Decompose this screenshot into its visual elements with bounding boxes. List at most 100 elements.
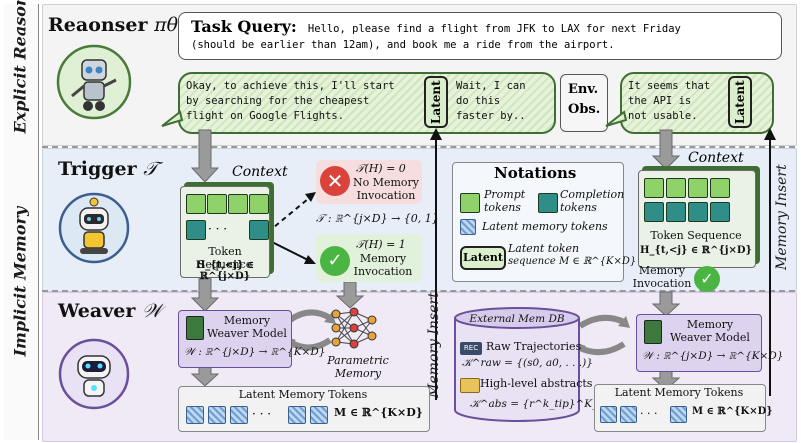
completion-token <box>688 202 708 222</box>
memory-insert-label-right: Memory Insert <box>774 164 790 270</box>
task-query-line1: Hello, please find a flight from JFK to … <box>307 23 681 35</box>
no-invocation-formula: 𝒯(H) = 0 <box>356 162 406 175</box>
film-roll-icon <box>644 320 662 344</box>
env-obs-line1: Env. <box>568 82 599 97</box>
right-mem-invocation-1: Memory <box>638 264 686 277</box>
invocation-label-2: Invocation <box>353 265 413 278</box>
neural-network-icon <box>331 307 377 349</box>
ext-db-title: External Mem DB <box>469 313 565 325</box>
section-divider <box>42 290 795 292</box>
weaver-title-text: Weaver <box>58 300 136 322</box>
completion-token <box>186 220 206 240</box>
prompt-token-legend <box>460 193 480 213</box>
right-weaver-label-1: Memory <box>686 318 734 331</box>
invocation-label-1: Memory <box>359 252 407 265</box>
completion-token <box>249 220 269 240</box>
latent-token <box>208 406 226 424</box>
no-invocation-label-2: Invocation <box>356 189 416 202</box>
bubble-1-line1: Okay, to achieve this, I'll start <box>186 80 395 92</box>
film-roll-icon <box>186 316 204 340</box>
bubble-tail <box>605 110 628 127</box>
section-divider <box>42 146 795 148</box>
token-dots: · · · <box>208 222 228 236</box>
memory-insert-label-left: Memory Insert <box>426 292 442 398</box>
token-sequence-math: H_{t,<j} ∈ ℝ^{j×D} <box>195 260 255 282</box>
left-label-strip <box>4 4 39 440</box>
invocation-formula: 𝒯(H) = 1 <box>356 238 406 251</box>
prompt-token <box>207 194 227 214</box>
abstracts-label: High-level abstracts <box>480 377 593 390</box>
right-mem-invocation-2: Invocation <box>632 277 692 290</box>
token-sequence-label: Token Sequence <box>197 245 253 271</box>
latent-seq-legend-2: sequence M ∈ ℝ^{K×D} <box>508 256 637 267</box>
completion-token <box>666 202 686 222</box>
no-invocation-label-1: No Memory <box>352 176 420 189</box>
latent-dots: · · · <box>252 407 272 421</box>
prompt-token <box>644 178 664 198</box>
right-latent-tokens-label: Latent Memory Tokens <box>614 386 744 399</box>
param-memory-label-2: Memory <box>334 367 382 380</box>
param-memory-label-1: Parametric <box>327 354 389 367</box>
reasoner-title-text: Reaonser <box>48 14 148 36</box>
bubble-tail <box>161 110 184 127</box>
bubble-2-line1: Wait, I can <box>456 80 526 92</box>
prompt-token <box>249 194 269 214</box>
reasoning-bubble-1 <box>178 72 556 134</box>
prompt-token <box>666 178 686 198</box>
latent-token-legend <box>460 219 476 235</box>
abstracts-formula: 𝒦^abs = {r^k_tip}^K_{k=1} <box>470 398 633 410</box>
context-label: Context <box>232 164 288 180</box>
weaver-model-map: 𝒲 : ℝ^{j×D} → ℝ^{K×D} <box>184 346 326 358</box>
task-query-label: Task Query: <box>191 17 297 36</box>
raw-traj-label: Raw Trajectories <box>486 340 582 353</box>
bubble-1-line3: flight on Google Flights. <box>186 110 345 122</box>
right-token-sequence-math: H_{t,<j} ∈ ℝ^{j×D} <box>640 245 752 256</box>
completion-token-legend <box>538 193 558 213</box>
weaver-robot-avatar <box>58 338 130 410</box>
right-weaver-map: 𝒲 : ℝ^{j×D} → ℝ^{K×D} <box>642 350 784 362</box>
bubble-3-line2: the API is <box>628 95 692 107</box>
check-circle-icon: ✓ <box>694 266 720 292</box>
env-obs-line2: Obs. <box>568 102 601 117</box>
weaver-title: Weaver 𝒲 <box>58 300 162 322</box>
reasoner-title: Reaonser πθ <box>48 14 178 36</box>
latent-token <box>310 406 328 424</box>
right-latent-tokens-math: M ∈ ℝ^{K×D} <box>692 406 773 417</box>
completion-legend-2: tokens <box>560 201 597 214</box>
rec-icon: REC <box>460 342 482 355</box>
database-cylinder-icon <box>454 307 580 422</box>
latent-token <box>230 406 248 424</box>
bubble-3-line1: It seems that <box>628 80 711 92</box>
x-circle-icon: ✕ <box>320 166 350 196</box>
folder-icon <box>460 378 480 393</box>
latent-tokens-label: Latent Memory Tokens <box>238 388 368 401</box>
latent-dots: · · · <box>640 407 658 420</box>
latent-tokens-math: M ∈ ℝ^{K×D} <box>334 406 423 419</box>
latent-token <box>620 406 637 423</box>
task-query-box: Task Query: Hello, please find a flight … <box>178 12 782 60</box>
prompt-token <box>228 194 248 214</box>
latent-memory-legend: Latent memory tokens <box>482 220 608 233</box>
completion-legend-1: Completion <box>560 188 625 201</box>
latent-token <box>186 406 204 424</box>
prompt-legend-2: tokens <box>484 201 521 214</box>
bubble-2-line3: faster by.. <box>456 110 526 122</box>
task-query-line2: (should be earlier than 12am), and book … <box>191 39 615 51</box>
weaver-symbol: 𝒲 <box>141 300 162 322</box>
latent-token <box>600 406 617 423</box>
prompt-token <box>688 178 708 198</box>
trigger-title-text: Trigger <box>58 158 137 180</box>
trigger-title: Trigger 𝒯 <box>58 158 158 180</box>
trigger-mapping: 𝒯 : ℝ^{j×D} → {0, 1} <box>316 212 439 225</box>
trigger-symbol: 𝒯 <box>143 158 158 180</box>
raw-traj-formula: 𝒦^raw = {(s0, a0, . . .)} <box>462 357 593 369</box>
weaver-model-label-1: Memory <box>223 314 271 327</box>
bubble-1-line2: by searching for the cheapest <box>186 95 370 107</box>
completion-token <box>710 202 730 222</box>
bubble-2-line2: do this <box>456 95 501 107</box>
bubble-3-line3: not usable. <box>628 110 698 122</box>
right-weaver-label-2: Weaver Model <box>670 331 750 344</box>
prompt-token <box>186 194 206 214</box>
latent-token <box>288 406 306 424</box>
latent-legend-box: Latent <box>460 246 506 270</box>
